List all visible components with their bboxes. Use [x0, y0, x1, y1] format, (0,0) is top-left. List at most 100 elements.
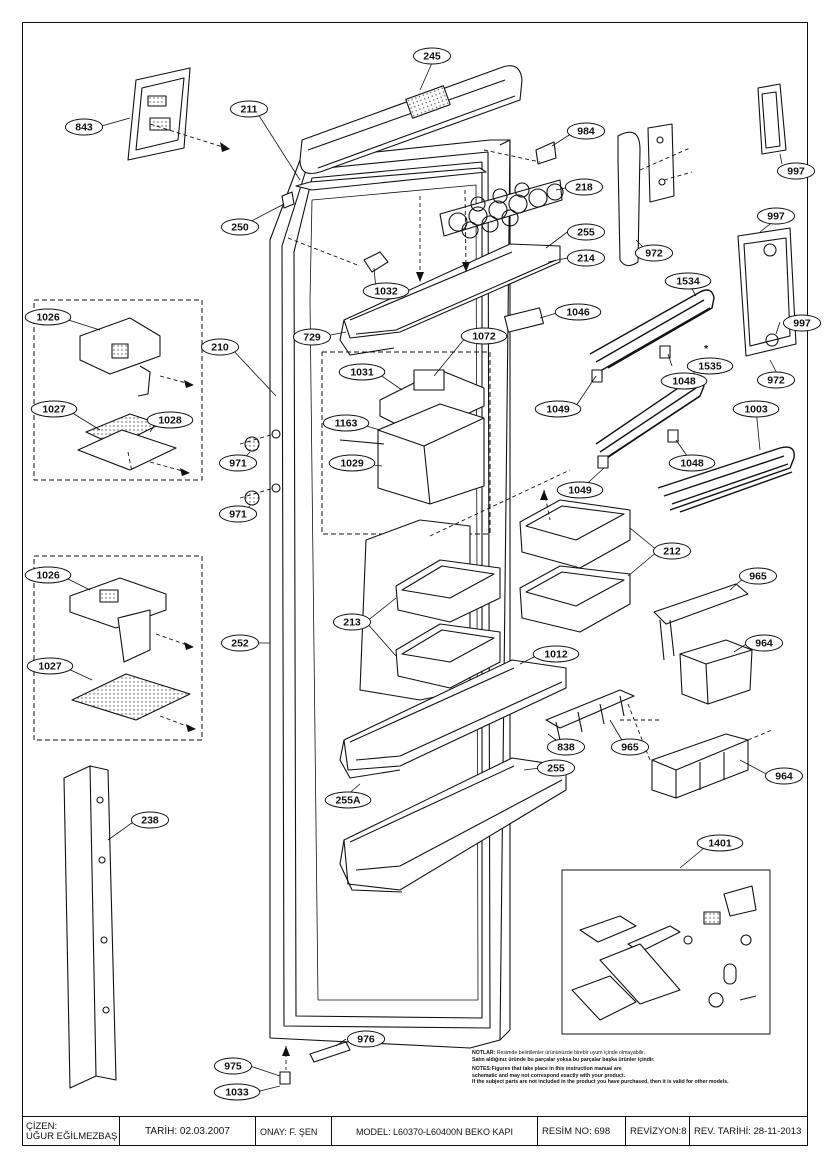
callout-ellipse: [30, 400, 78, 418]
callout-ellipse: [26, 657, 74, 675]
callout-label: 1029: [340, 458, 364, 470]
callout-ellipse: [696, 834, 744, 852]
callout-label: 1049: [568, 485, 592, 497]
callout-1048a: 1048: [660, 372, 708, 390]
callout-label: 212: [663, 546, 681, 558]
callout-label: 964: [775, 771, 793, 783]
callout-1401: 1401: [696, 834, 744, 852]
callout-1072: 1072: [460, 327, 508, 345]
plug-971b: [244, 490, 260, 506]
callout-ellipse: [213, 1057, 253, 1075]
callout-ellipse: [652, 542, 692, 560]
callout-ellipse: [634, 244, 674, 262]
callout-972b: 972: [756, 371, 796, 389]
callout-214: 214: [566, 249, 606, 267]
callout-label: 1032: [374, 286, 398, 298]
callout-label: 984: [577, 126, 595, 138]
callout-label: 843: [75, 122, 93, 134]
callout-label: 1026: [36, 570, 60, 582]
callout-213: 213: [332, 613, 372, 631]
callout-label: 838: [557, 742, 575, 754]
handle-972: [617, 123, 675, 267]
callout-997c: 997: [782, 314, 822, 332]
notes-en-label: NOTES:: [472, 1066, 492, 1073]
callout-975: 975: [213, 1057, 253, 1075]
part-984: [535, 141, 557, 165]
callout-1535: 1535: [686, 357, 734, 375]
callout-label: 972: [767, 375, 785, 387]
callout-255A: 255A: [324, 791, 372, 809]
dispenser-cover-1026: [69, 577, 167, 663]
callout-ellipse: [566, 249, 606, 267]
callout-ellipse: [532, 645, 580, 663]
callout-ellipse: [324, 791, 372, 809]
callout-ellipse: [536, 759, 576, 777]
callout-label: 255: [577, 227, 595, 239]
callout-ellipse: [218, 454, 258, 472]
box-964: [651, 639, 753, 799]
callout-965a: 965: [738, 567, 778, 585]
callout-label: 213: [343, 617, 361, 629]
drip-tray-1027: [71, 673, 191, 721]
callout-1029: 1029: [328, 454, 376, 472]
shelf-214: [339, 243, 561, 356]
callout-label: 1028: [158, 415, 182, 427]
callout-ellipse: [220, 218, 260, 236]
callout-ellipse: [686, 357, 734, 375]
cizen-name: UĞUR EĞİLMEZBAŞ: [26, 1130, 118, 1142]
notes-tr-label: NOTLAR:: [472, 1050, 496, 1056]
callout-label: 1046: [566, 307, 590, 319]
resim-no-text: RESİM NO: 698: [542, 1126, 611, 1137]
callout-1027a: 1027: [30, 400, 78, 418]
callout-label: 1027: [38, 661, 62, 673]
callout-ellipse: [744, 634, 784, 652]
model-cell: MODEL: L60370-L60400N BEKO KAPI: [332, 1117, 538, 1146]
callout-252: 252: [220, 634, 260, 652]
callout-255a: 255: [566, 223, 606, 241]
callout-997a: 997: [776, 162, 816, 180]
callout-label: 218: [575, 182, 593, 194]
notes-tr: NOTLAR: Resimde belirtilenler ürününüzde…: [472, 1050, 802, 1063]
callout-971b: 971: [218, 505, 258, 523]
callout-ellipse: [732, 400, 780, 418]
callout-ellipse: [213, 1083, 261, 1101]
ice-assembly-frame: [33, 299, 203, 481]
onay-cell: ONAY: F. ŞEN: [256, 1117, 332, 1146]
callout-ellipse: [764, 767, 804, 785]
tarih-text: TARİH: 02.03.2007: [145, 1126, 230, 1137]
title-block: ÇİZEN: UĞUR EĞİLMEZBAŞ TARİH: 02.03.2007…: [22, 1116, 808, 1146]
egg-tray-218: [439, 179, 564, 239]
callout-label: 965: [621, 742, 639, 754]
callout-1534: 1534: [664, 272, 712, 290]
callout-label: 1027: [42, 404, 66, 416]
callout-label: 1048: [680, 458, 704, 470]
callout-1028: 1028: [146, 411, 194, 429]
callout-label: 1003: [744, 404, 768, 416]
callout-label: 971: [229, 509, 247, 521]
callout-label: 214: [577, 253, 595, 265]
callout-211: 211: [229, 100, 269, 118]
part-1032: [363, 251, 389, 273]
callout-1033: 1033: [213, 1083, 261, 1101]
callout-1049a: 1049: [534, 400, 582, 418]
callout-997b: 997: [756, 207, 796, 225]
notes-en-line1: Figures that take place in this instruct…: [491, 1066, 622, 1073]
callout-729: 729: [292, 328, 332, 346]
callout-1032: 1032: [362, 282, 410, 300]
callout-label: 997: [793, 318, 811, 330]
callout-ellipse: [782, 314, 822, 332]
notes-tr-line1: Resimde belirtilenler ürününüzde birebir…: [496, 1050, 645, 1056]
pin-975: [279, 1071, 291, 1085]
callout-1163: 1163: [322, 414, 370, 432]
callout-label: 1401: [708, 838, 732, 850]
callout-ellipse: [130, 811, 170, 829]
revizyon-cell: REVİZYON:8: [626, 1117, 690, 1146]
callout-250: 250: [220, 218, 260, 236]
callout-ellipse: [546, 738, 586, 756]
revizyon-text: REVİZYON:8: [630, 1126, 687, 1137]
callout-838: 838: [546, 738, 586, 756]
callout-label: 211: [241, 104, 258, 116]
hinge-cover-997: [757, 83, 787, 155]
